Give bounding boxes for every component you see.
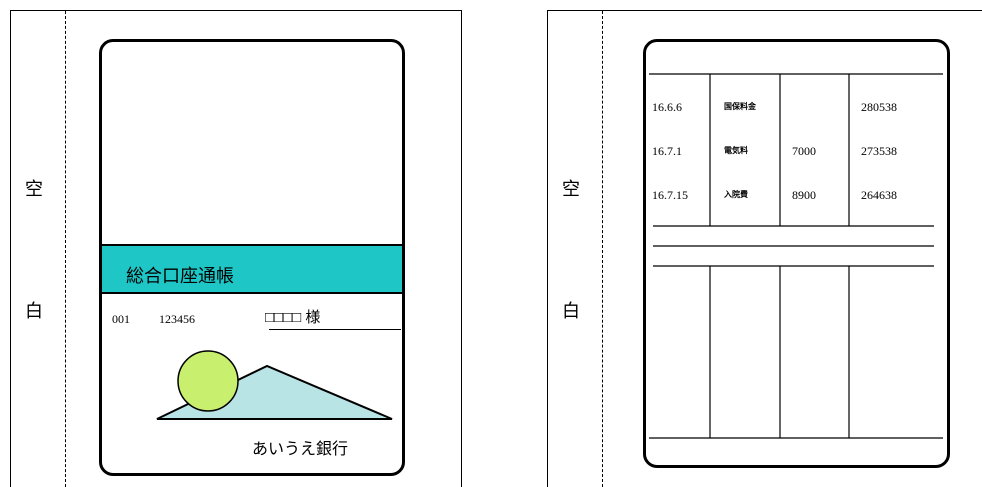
row-balance: 264638 [861, 188, 897, 202]
right-panel: 空 白 16.6.6 国保料金 280538 1 [547, 10, 982, 487]
title-band: 総合口座通帳 [102, 244, 402, 294]
row-memo: 国保料金 [724, 102, 756, 111]
row-date: 16.7.1 [652, 144, 682, 158]
row-balance: 273538 [861, 144, 897, 158]
landscape-illustration [156, 350, 393, 420]
row-memo: 電気料 [724, 146, 748, 155]
margin-label-top: 空 [562, 179, 580, 200]
passbook-page: 16.6.6 国保料金 280538 16.7.1 電気料 7000 27353… [643, 39, 950, 468]
margin-label-top: 空 [25, 179, 43, 200]
passbook-cover: 総合口座通帳 001 123456 □□□□ 様 あいうえ銀行 [99, 39, 405, 476]
row-date: 16.7.15 [652, 188, 688, 202]
dashed-margin-line [602, 11, 603, 487]
bank-name: あいうえ銀行 [252, 439, 349, 458]
row-amount: 7000 [792, 144, 816, 158]
row-balance: 280538 [861, 100, 897, 114]
left-panel: 空 白 総合口座通帳 001 123456 □□□□ 様 あいうえ銀行 [10, 10, 462, 487]
sun-circle [177, 350, 239, 412]
margin-label-bottom: 白 [25, 301, 43, 322]
account-holder: □□□□ 様 [265, 309, 321, 326]
passbook-title: 総合口座通帳 [126, 266, 234, 287]
holder-underline [269, 329, 401, 330]
ledger-grid [649, 73, 943, 439]
margin-label-bottom: 白 [562, 301, 580, 322]
row-date: 16.6.6 [652, 100, 682, 114]
row-amount: 8900 [792, 188, 816, 202]
account-number: 123456 [159, 312, 195, 326]
dashed-margin-line [65, 11, 66, 487]
row-memo: 入院費 [724, 190, 748, 199]
branch-number: 001 [112, 312, 130, 326]
